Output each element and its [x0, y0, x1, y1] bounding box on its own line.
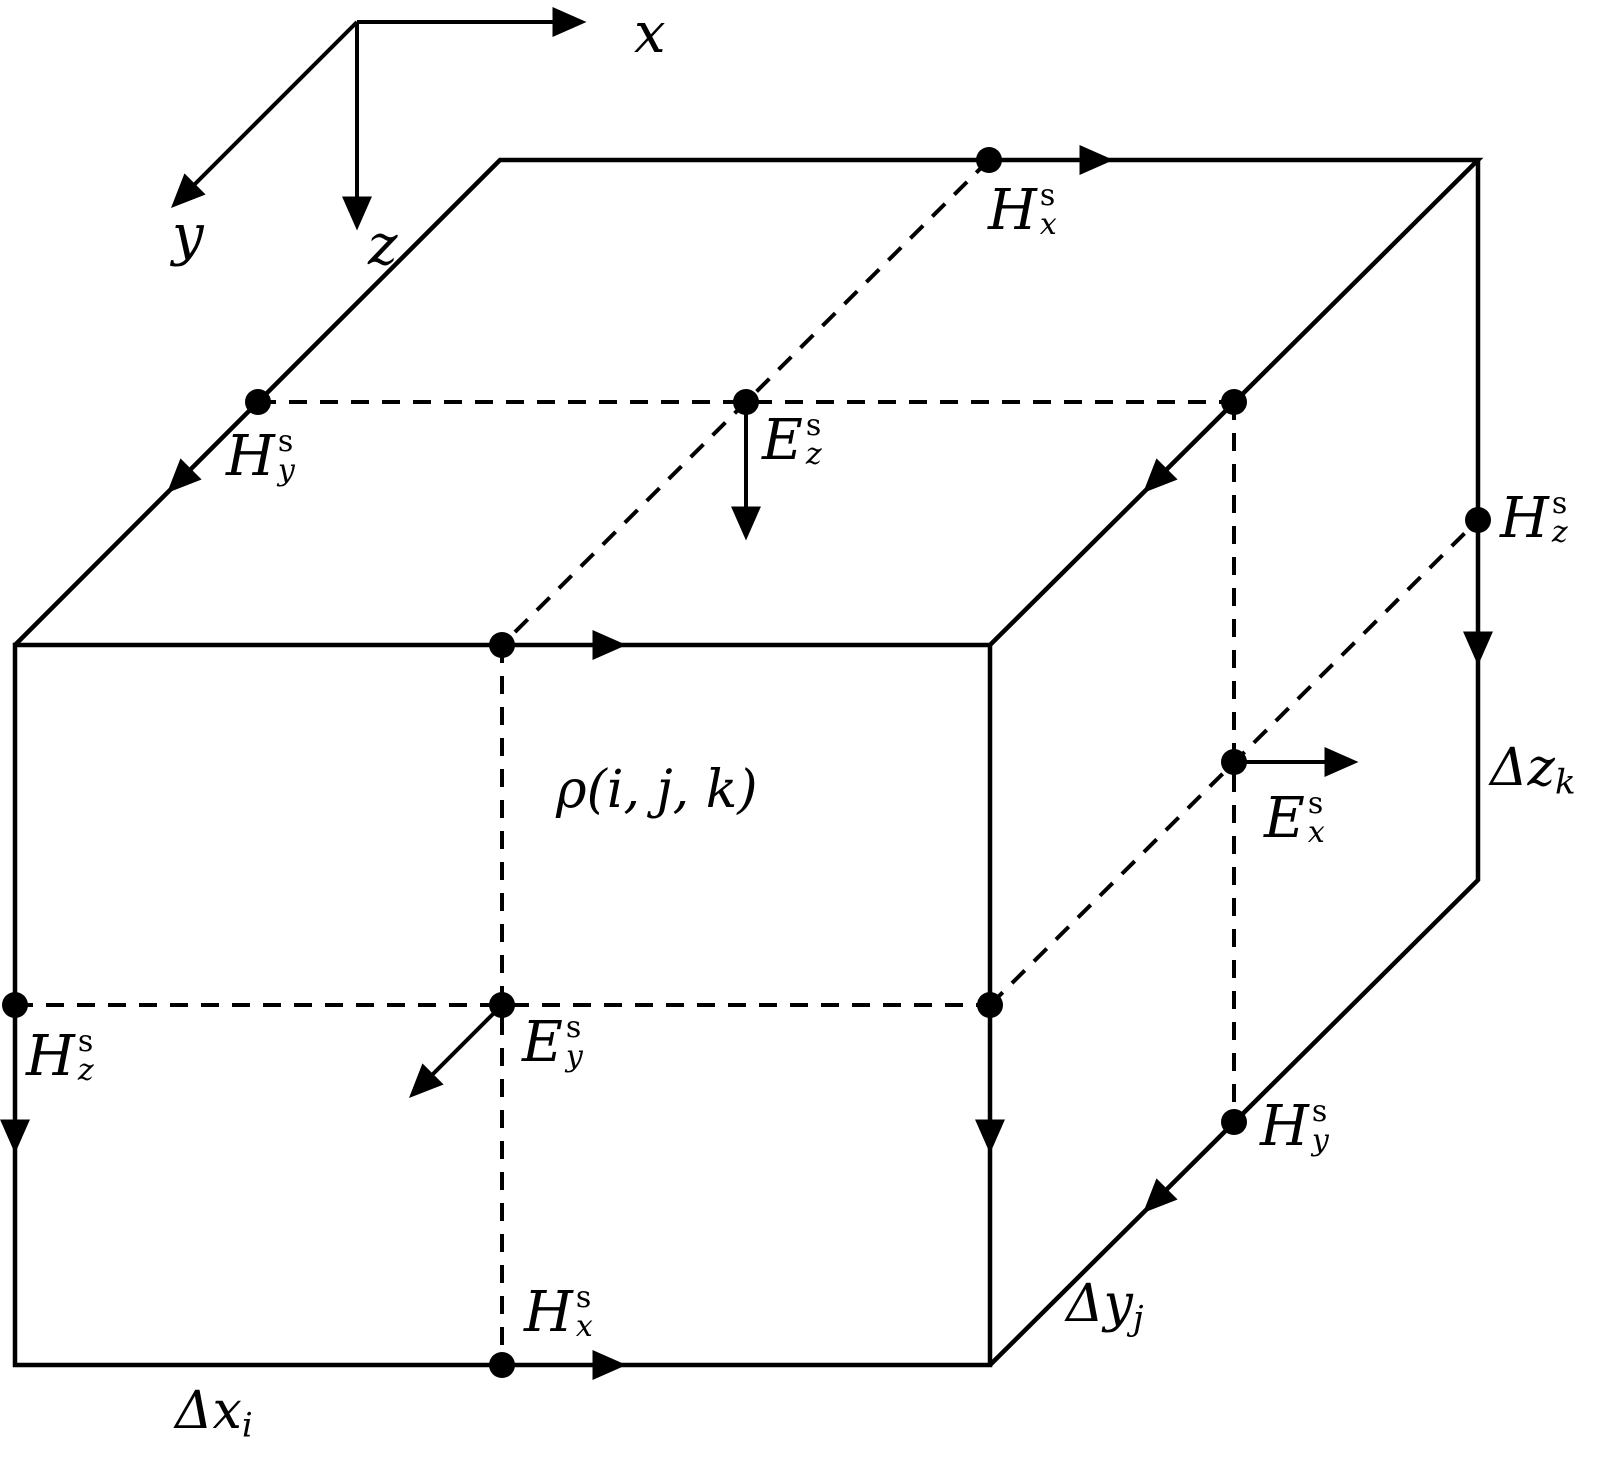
- field-superscript: s: [77, 1024, 94, 1059]
- field-scripts: s x: [575, 1280, 593, 1344]
- y-axis-label: y: [172, 203, 204, 268]
- field-label-ex-right-center: E s x: [1264, 785, 1325, 851]
- field-base: H: [1260, 1093, 1309, 1159]
- direction-arrow: [1142, 400, 1236, 494]
- field-superscript: s: [1551, 486, 1568, 521]
- field-label-hy-top-left: H s y: [226, 423, 295, 489]
- field-scripts: s z: [1551, 486, 1568, 550]
- coordinate-axes: [170, 7, 587, 231]
- field-subscript: y: [1311, 1122, 1329, 1158]
- field-base: H: [524, 1279, 573, 1345]
- field-label-hz-left-edge: H s z: [26, 1023, 94, 1089]
- direction-arrow: [166, 400, 260, 494]
- field-scripts: s y: [1311, 1094, 1329, 1158]
- y-axis-arrow: [170, 20, 359, 209]
- dimension-base: Δy: [1066, 1274, 1133, 1334]
- dimension-subscript: i: [241, 1405, 253, 1446]
- direction-arrow: [1142, 1120, 1236, 1214]
- dimension-label-dy: Δyj: [1066, 1278, 1143, 1336]
- field-base: H: [1500, 485, 1549, 551]
- dimension-subscript: j: [1132, 1298, 1144, 1339]
- field-direction-arrows: [0, 145, 1493, 1380]
- field-subscript: x: [1307, 814, 1325, 850]
- field-subscript: x: [1039, 206, 1057, 242]
- field-superscript: s: [575, 1280, 592, 1315]
- field-subscript: z: [77, 1052, 94, 1088]
- field-superscript: s: [1311, 1094, 1328, 1129]
- field-base: E: [522, 1009, 563, 1075]
- field-superscript: s: [565, 1010, 582, 1045]
- field-subscript: z: [1551, 514, 1568, 550]
- field-base: H: [226, 423, 275, 489]
- field-subscript: y: [565, 1038, 583, 1074]
- field-scripts: s x: [1039, 178, 1057, 242]
- field-base: H: [988, 177, 1037, 243]
- field-scripts: s y: [277, 424, 295, 488]
- field-base: E: [762, 407, 803, 473]
- field-scripts: s y: [565, 1010, 583, 1074]
- dimension-label-dx: Δxi: [175, 1385, 253, 1443]
- field-label-ey-front-center: E s y: [522, 1009, 583, 1075]
- field-base: H: [26, 1023, 75, 1089]
- x-axis-label: x: [634, 1, 666, 66]
- field-label-hy-right-bottom: H s y: [1260, 1093, 1329, 1159]
- field-label-hz-right-edge: H s z: [1500, 485, 1568, 551]
- field-superscript: s: [1307, 786, 1324, 821]
- field-label-hx-bottom-front: H s x: [524, 1279, 593, 1345]
- z-axis-label: z: [368, 213, 398, 278]
- field-scripts: s z: [77, 1024, 94, 1088]
- dimension-base: Δx: [175, 1381, 242, 1441]
- field-scripts: s x: [1307, 786, 1325, 850]
- field-subscript: x: [575, 1308, 593, 1344]
- direction-arrow: [408, 1003, 504, 1099]
- field-subscript: z: [805, 436, 822, 472]
- field-subscript: y: [277, 452, 295, 488]
- field-scripts: s z: [805, 408, 822, 472]
- dimension-base: Δz: [1490, 738, 1555, 798]
- field-label-ez-top-center: E s z: [762, 407, 822, 473]
- field-superscript: s: [805, 408, 822, 443]
- dimension-label-dz: Δzk: [1490, 742, 1576, 800]
- dimension-subscript: k: [1554, 762, 1576, 803]
- field-superscript: s: [1039, 178, 1056, 213]
- field-superscript: s: [277, 424, 294, 459]
- field-label-hx-top-back: H s x: [988, 177, 1057, 243]
- charge-density-label: ρ(i, j, k): [556, 760, 758, 820]
- field-base: E: [1264, 785, 1305, 851]
